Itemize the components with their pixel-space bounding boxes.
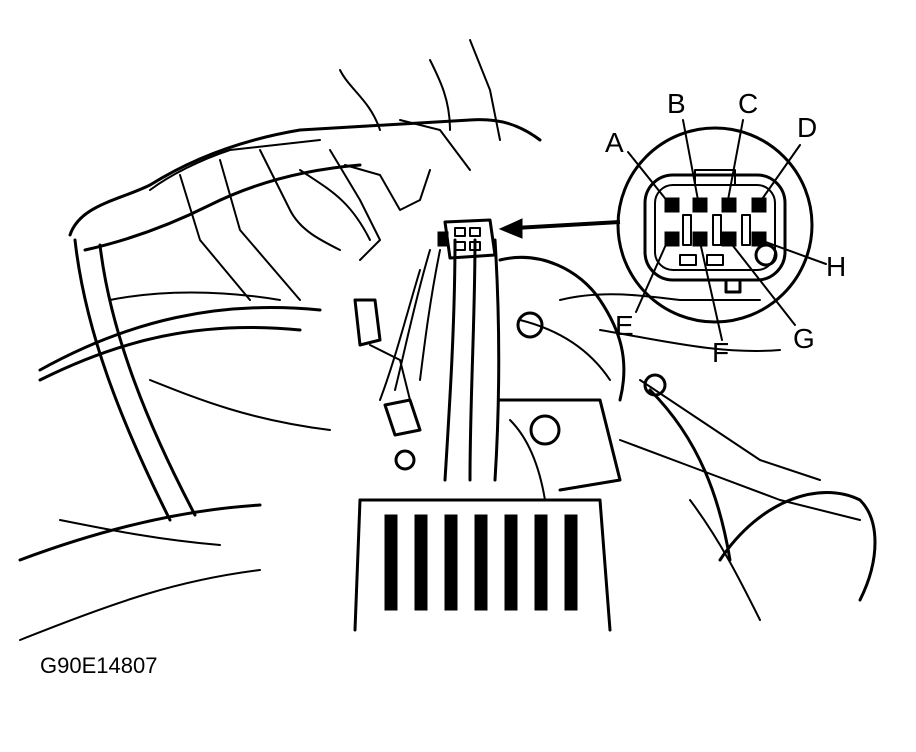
pin-label-f: F [712,337,729,368]
pin-label-d: D [797,112,817,143]
figure-id-label: G90E14807 [40,653,158,678]
pin-label-g: G [793,323,815,354]
pin-leader-lines [627,119,827,341]
harness-connector [437,218,497,260]
pin-label-b: B [667,88,686,119]
engine-line-art [18,39,877,641]
detail-leader-arrow [498,218,621,239]
pin-label-c: C [738,88,758,119]
pin-label-e: E [615,310,634,341]
pin-label-h: H [826,251,846,282]
pin-label-a: A [605,127,624,158]
pin-labels: A B C D E F G H [605,88,846,368]
connector-face-detail [616,126,814,324]
